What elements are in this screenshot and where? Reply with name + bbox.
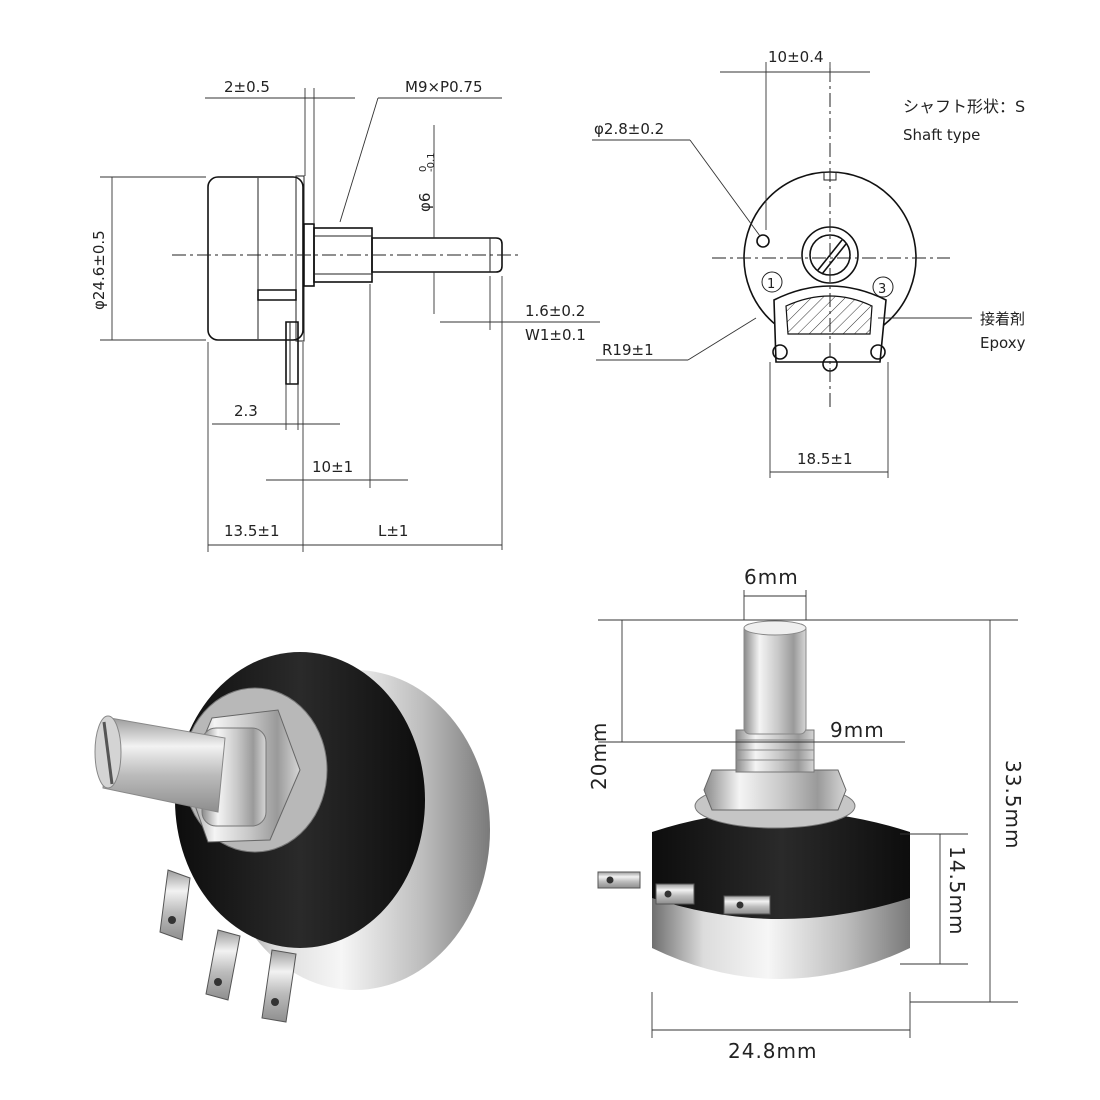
adhesive-jp: 接着剤: [980, 310, 1025, 328]
photo-body-width: 24.8mm: [728, 1039, 818, 1063]
front-black-body: [652, 811, 910, 919]
shaft-length: L±1: [378, 522, 408, 540]
angled-terminal-2: [205, 929, 241, 1001]
angled-terminal-1: [159, 869, 191, 941]
epoxy-hatch: [785, 295, 873, 335]
pin-hole-label: φ2.8±0.2: [594, 120, 664, 138]
photo-shaft-width: 6mm: [744, 565, 799, 589]
front-view: 1 3 10±0.4 シャフト形状：S Shaft type φ2.8±0.2 …: [592, 48, 1026, 478]
terminal-offset: 2.3: [234, 402, 258, 420]
front-shaft-top: [743, 620, 807, 636]
slot-width: W1±0.1: [525, 326, 586, 344]
photo-body-height: 14.5mm: [945, 846, 969, 936]
body-diameter: φ24.6±0.5: [90, 230, 108, 310]
front-thread: [735, 729, 815, 773]
shaft-diameter-tol-upper: 0: [418, 166, 429, 172]
slot-depth: 1.6±0.2: [525, 302, 585, 320]
front-hex-nut: [703, 769, 847, 811]
thread-length: 10±1: [312, 458, 353, 476]
pin-hole: [756, 234, 770, 248]
shaft-outline: [371, 237, 503, 273]
photo-shaft-height: 20mm: [587, 722, 611, 790]
terminal-3-marker: [872, 276, 894, 298]
photo-thread: 9mm: [830, 718, 885, 742]
pin-hole-leader: [689, 139, 761, 237]
terminal-1-label: 1: [767, 277, 775, 292]
terminal-base: [257, 289, 297, 301]
terminal-1-hole: [772, 344, 788, 360]
photo-total-height: 33.5mm: [1001, 760, 1025, 850]
shaft-type-jp: シャフト形状：S: [903, 97, 1025, 116]
side-view: 2±0.5 M9×P0.75 φ24.6±0.5 φ6 0 -0.1 1.6±0…: [90, 78, 600, 552]
thread-label: M9×P0.75: [405, 78, 483, 96]
shaft-diameter-tol: -0.1: [426, 152, 437, 172]
angled-terminal-3: [261, 949, 297, 1023]
radius-label: R19±1: [602, 341, 654, 359]
shaft-diameter-base: φ6: [416, 193, 434, 212]
radius-leader: [687, 317, 757, 361]
thread-leader: [339, 97, 379, 223]
dim-flat-thickness: 2±0.5: [224, 78, 270, 96]
terminal-span: 18.5±1: [797, 450, 853, 468]
body-length: 13.5±1: [224, 522, 280, 540]
front-shaft: [743, 623, 807, 735]
front-terminal-right: [723, 895, 771, 915]
terminal-3-label: 3: [878, 282, 886, 297]
front-terminal-mid: [655, 883, 695, 905]
shaft-type-en: Shaft type: [903, 126, 980, 144]
photo-front: 6mm 20mm 9mm 33.5mm 14.5mm 24.8mm: [587, 565, 1025, 1063]
front-terminal-left: [597, 871, 641, 889]
photo-angled: [94, 652, 490, 1023]
top-dim: 10±0.4: [768, 48, 824, 66]
adhesive-en: Epoxy: [980, 334, 1026, 352]
body-outline: [207, 176, 304, 341]
terminal-1-marker: [761, 271, 783, 293]
terminal-3-hole: [870, 344, 886, 360]
